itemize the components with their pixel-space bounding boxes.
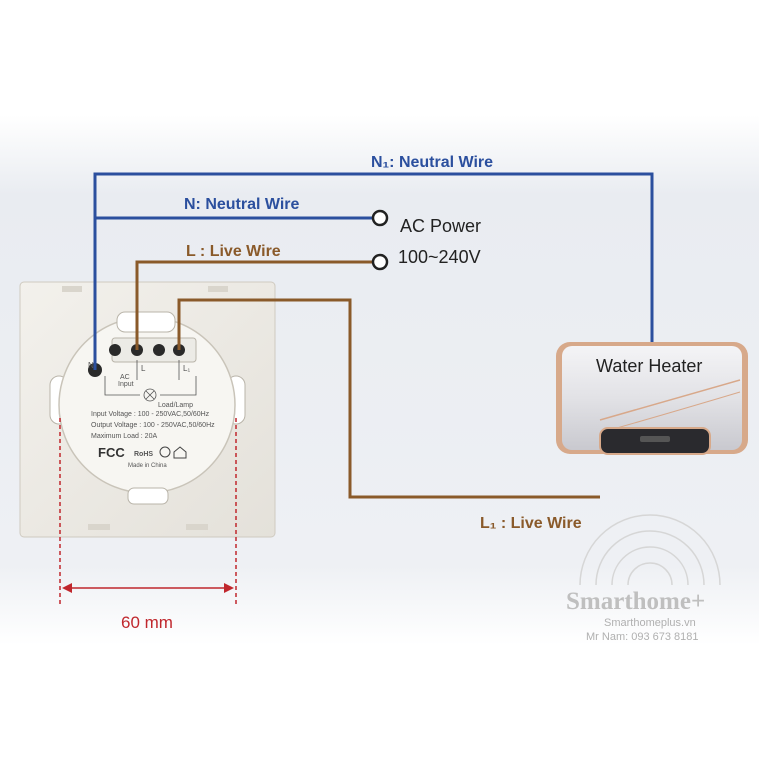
watermark: Smarthome+ Smarthomeplus.vn Mr Nam: 093 … xyxy=(566,514,721,643)
made-in-label: Made in China xyxy=(128,463,167,469)
home-icon xyxy=(173,446,187,459)
arrow-left-icon xyxy=(62,583,72,593)
watermark-brand: Smarthome+ xyxy=(566,588,705,615)
label-n1-neutral: N₁: Neutral Wire xyxy=(371,154,493,171)
module-bottom-slot xyxy=(127,487,169,505)
live-wire-l xyxy=(135,260,372,350)
label-l1-live: L₁ : Live Wire xyxy=(480,515,582,532)
neutral-wire-n1 xyxy=(93,172,654,370)
plate-clip xyxy=(186,524,208,530)
terminal-label-l: L xyxy=(141,364,146,373)
switch-module: N L L₁ AC Input Load/Lamp Input Voltage … xyxy=(19,281,276,538)
label-l-live: L : Live Wire xyxy=(186,243,281,260)
load-lamp-label: Load/Lamp xyxy=(158,402,193,409)
heater-display xyxy=(640,436,670,442)
heater-trim-line xyxy=(599,379,741,421)
plate-clip xyxy=(208,286,228,292)
heater-trim-line xyxy=(609,391,741,431)
terminal-screw xyxy=(153,344,165,356)
ac-power-label: AC Power xyxy=(400,216,481,236)
module-top-slot xyxy=(116,311,176,333)
plate-clip xyxy=(62,286,82,292)
watermark-logo-icon xyxy=(579,514,721,586)
input-voltage-spec: Input Voltage : 100 - 250VAC,50/60Hz xyxy=(91,411,210,418)
ac-input-label: AC xyxy=(120,374,130,381)
rohs-mark: RoHS xyxy=(134,451,153,458)
plate-clip xyxy=(88,524,110,530)
watermark-contact: Mr Nam: 093 673 8181 xyxy=(586,631,699,643)
water-heater: Water Heater xyxy=(556,342,748,455)
recycle-icon xyxy=(159,446,171,458)
ac-neutral-terminal xyxy=(371,209,389,227)
label-n-neutral: N: Neutral Wire xyxy=(184,196,300,213)
voltage-label: 100~240V xyxy=(398,247,481,267)
heater-tank xyxy=(562,346,742,450)
terminal-label-n: N xyxy=(88,361,94,370)
fcc-mark: FCC xyxy=(98,445,125,460)
output-voltage-spec: Output Voltage : 100 - 250VAC,50/60Hz xyxy=(91,422,215,429)
max-load-spec: Maximum Load : 20A xyxy=(91,433,157,440)
live-wire-l1 xyxy=(177,298,600,499)
ac-input-label-2: Input xyxy=(118,381,134,388)
dimension-indicator xyxy=(59,418,237,605)
watermark-website: Smarthomeplus.vn xyxy=(604,617,696,629)
ac-live-terminal xyxy=(371,253,389,271)
dimension-label: 60 mm xyxy=(121,613,173,632)
terminal-screw xyxy=(109,344,121,356)
water-heater-label: Water Heater xyxy=(596,356,702,376)
circuit-schematic xyxy=(104,360,197,402)
terminal-label-l1: L₁ xyxy=(183,364,190,373)
arrow-right-icon xyxy=(224,583,234,593)
